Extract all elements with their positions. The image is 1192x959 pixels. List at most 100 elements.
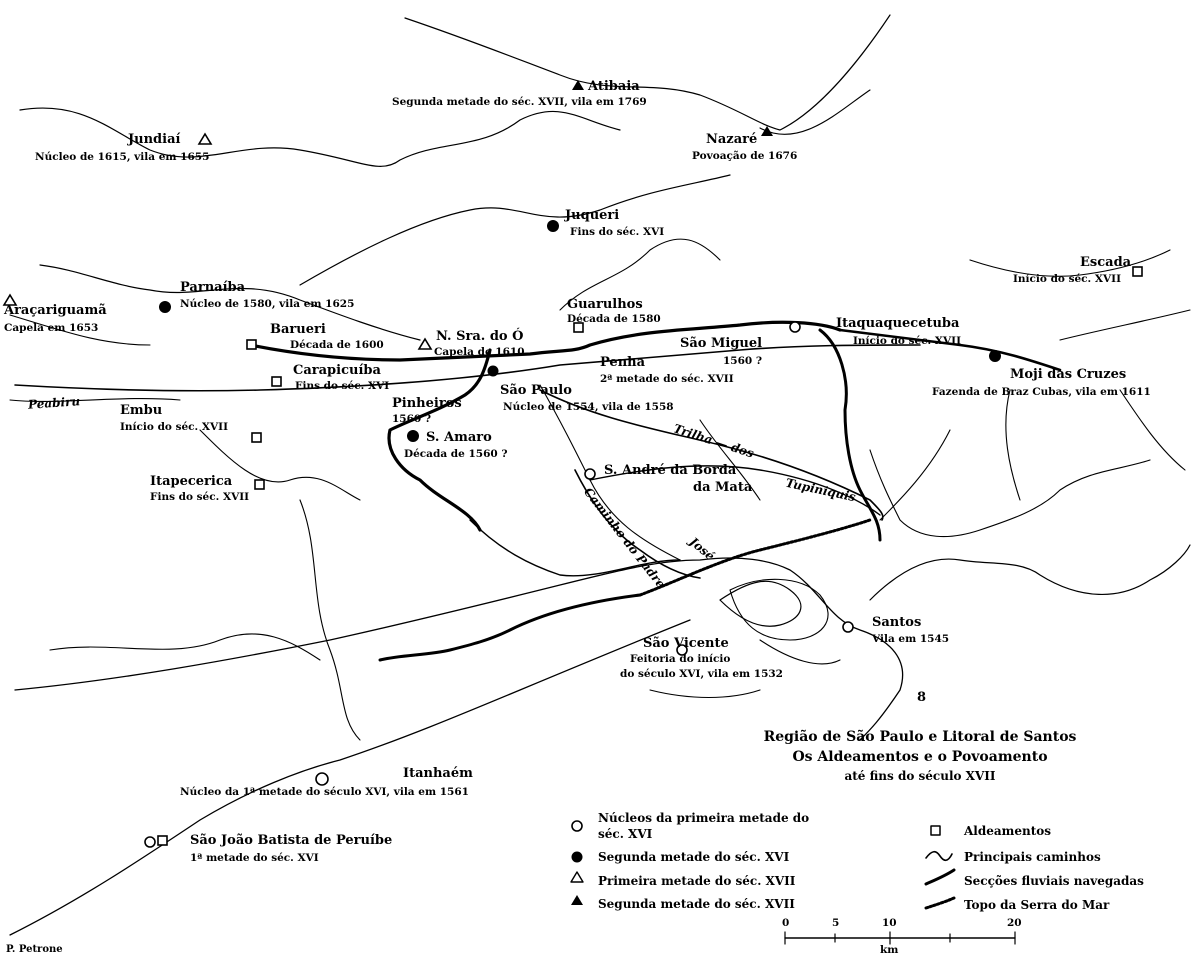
itanhaem-open-circle-icon: [315, 772, 329, 786]
navigated-pinheiros: [387, 348, 492, 532]
legend-serra-icon: [924, 896, 956, 910]
coast-east: [869, 544, 1191, 601]
carapicuiba-square-icon: [271, 376, 282, 387]
serra-do-mar: [638, 518, 872, 597]
legend-open-circle-label: Núcleos da primeira metade do: [598, 811, 810, 825]
label-atibaia: Atibaia: [588, 79, 640, 94]
note-carapicuiba: Fins do séc. XVI: [295, 380, 390, 392]
label-penha: Penha: [600, 355, 646, 370]
moji-filled-circle-icon: [989, 350, 1001, 362]
navigated-east: [818, 328, 882, 542]
label-itaquaquecetuba: Itaquaquecetuba: [836, 316, 960, 331]
river-southwest: [49, 633, 321, 661]
note-jundiai: Núcleo de 1615, vila em 1655: [35, 151, 210, 163]
juqueri-filled-circle-icon: [547, 220, 559, 232]
label-moji: Moji das Cruzes: [1010, 367, 1127, 382]
label-guarulhos: Guarulhos: [567, 297, 643, 312]
legend-filled-triangle-icon: [571, 895, 583, 905]
aracariguama-open-triangle-icon: [2, 293, 18, 306]
santo-amaro-filled-circle-icon: [407, 430, 419, 442]
label-nsra-o: N. Sra. do Ó: [436, 329, 524, 344]
note-escada: Início do séc. XVII: [1013, 273, 1121, 285]
legend-open-triangle-label: Primeira metade do séc. XVII: [598, 874, 796, 888]
coastline-south: [9, 619, 691, 936]
scale-tick-5: 5: [832, 917, 840, 929]
note-sao-vicente-2: do século XVI, vila em 1532: [620, 668, 783, 680]
label-carapicuiba: Carapicuíba: [293, 363, 381, 378]
note-peruibe: 1ª metade do séc. XVI: [190, 852, 319, 864]
river-embu: [199, 429, 361, 501]
parnaiba-filled-circle-icon: [159, 301, 171, 313]
trail-peabiru: [14, 344, 921, 392]
settlement-markers: [2, 80, 1143, 848]
trail-tupiniquis: [539, 389, 884, 521]
note-pinheiros: 1560 ?: [392, 413, 432, 425]
legend-rivers-icon: [924, 868, 956, 886]
note-parnaiba: Núcleo de 1580, vila em 1625: [180, 298, 355, 310]
note-itanhaem: Núcleo da 1ª metade do século XVI, vila …: [180, 786, 469, 798]
note-guarulhos: Década de 1580: [567, 313, 661, 325]
island-santos: [729, 578, 829, 641]
label-barueri: Barueri: [270, 322, 326, 337]
note-santo-amaro: Década de 1560 ?: [404, 448, 508, 460]
label-juqueri: Juqueri: [565, 208, 620, 223]
river-top-right: [759, 89, 871, 135]
note-barueri: Década de 1600: [290, 339, 384, 351]
sao-paulo-filled-circle-icon: [487, 365, 499, 377]
scale-unit: km: [880, 944, 899, 956]
river-escada: [969, 249, 1171, 277]
river-top-atibaia: [404, 14, 891, 131]
scale-tick-20: 20: [1007, 917, 1022, 929]
trail-santo-andre: [589, 465, 881, 516]
trail-caminho-padre: [574, 469, 701, 579]
legend-square-label: Aldeamentos: [964, 824, 1052, 838]
estuary-3: [649, 689, 761, 698]
label-peruibe: São João Batista de Peruíbe: [190, 833, 393, 848]
label-embu: Embu: [120, 403, 163, 418]
label-sao-paulo: São Paulo: [500, 383, 572, 398]
scale-tick-0: 0: [782, 917, 790, 929]
note-embu: Início do séc. XVII: [120, 421, 228, 433]
note-sao-vicente: Feitoria do início: [630, 653, 731, 665]
note-aracariguama: Capela em 1653: [4, 322, 99, 334]
label-nazare: Nazaré: [706, 132, 758, 147]
itaquaquecetuba-open-circle-icon: [789, 321, 801, 333]
map-title-line1: Região de São Paulo e Litoral de Santos: [763, 729, 1077, 745]
label-santo-amaro: S. Amaro: [426, 430, 492, 445]
note-juqueri: Fins do séc. XVI: [570, 226, 665, 238]
legend-open-circle-icon: [571, 820, 583, 832]
note-atibaia: Segunda metade do séc. XVII, vila em 176…: [392, 96, 647, 108]
map-credit: P. Petrone: [6, 944, 63, 955]
estuary-4: [869, 449, 1151, 538]
legend-square-icon: [930, 825, 941, 836]
river-right-edge: [1119, 389, 1186, 471]
guarulhos-square-icon: [573, 322, 584, 333]
note-itapecerica: Fins do séc. XVII: [150, 491, 250, 503]
scale-bar: [784, 931, 1016, 945]
label-itanhaem: Itanhaém: [403, 766, 473, 781]
river-itapecerica: [299, 499, 361, 741]
note-moji: Fazenda de Braz Cubas, vila em 1611: [932, 386, 1151, 398]
river-jundiai: [19, 107, 621, 167]
legend-open-triangle-icon: [570, 871, 584, 883]
label-escada: Escada: [1080, 255, 1132, 270]
label-santo-andre: S. André da Borda: [604, 463, 737, 478]
atibaia-filled-triangle-icon: [572, 80, 584, 90]
itapecerica-square-icon: [254, 479, 265, 490]
sao-vicente-open-circle-icon: [676, 644, 688, 656]
embu-square-icon: [251, 432, 262, 443]
note-penha: 2ª metade do séc. XVII: [600, 373, 734, 385]
label-sao-miguel: São Miguel: [680, 336, 763, 351]
legend-open-circle-label-2: séc. XVI: [598, 827, 653, 841]
label-jundiai: Jundiaí: [128, 132, 181, 147]
label-parnaiba: Parnaíba: [180, 280, 246, 295]
map-title-line3: até fins do século XVII: [844, 769, 996, 783]
peruibe-square-icon: [157, 835, 168, 846]
river-moji-south: [1005, 389, 1021, 501]
trail-west-south: [469, 519, 681, 577]
navigated-moji: [838, 328, 1062, 372]
note-nazare: Povoação de 1676: [692, 150, 798, 162]
note-itaquaquecetuba: Início do séc. XVII: [853, 335, 961, 347]
escada-square-icon: [1132, 266, 1143, 277]
